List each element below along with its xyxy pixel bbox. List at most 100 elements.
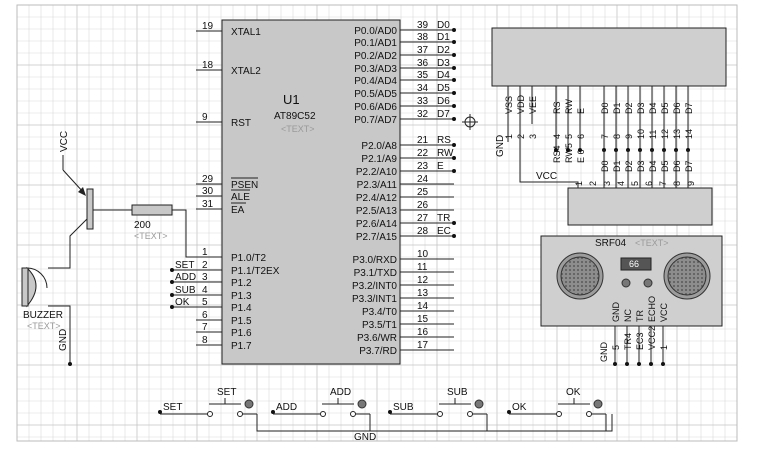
net-dot bbox=[452, 78, 456, 82]
net-dot bbox=[158, 410, 162, 414]
mcu-pin-name: XTAL2 bbox=[231, 66, 261, 77]
button-contact bbox=[556, 411, 562, 417]
mcu-pin-num: 24 bbox=[417, 174, 429, 185]
net-dot bbox=[452, 117, 456, 121]
button-net-label: ADD bbox=[276, 402, 297, 413]
net-dot bbox=[661, 362, 665, 366]
button-toggle-icon bbox=[244, 399, 254, 409]
button-contact bbox=[350, 411, 356, 417]
header-pin-num: 5 bbox=[630, 181, 640, 186]
mcu-pin-num: 38 bbox=[417, 32, 429, 43]
mcu-pin-num: 28 bbox=[417, 226, 429, 237]
mcu-pin-num: 10 bbox=[417, 249, 429, 260]
net-dot bbox=[170, 293, 174, 297]
lcd-wire-label: D5 bbox=[660, 160, 670, 172]
lcd-wire-label: D7 bbox=[684, 160, 694, 172]
mcu-part: AT89C52 bbox=[274, 111, 316, 122]
button-label: SET bbox=[217, 387, 236, 398]
mcu-pin-num: 11 bbox=[417, 262, 428, 273]
mcu-pin-num: 16 bbox=[417, 327, 429, 338]
srf04-pin-name: TR bbox=[635, 310, 645, 322]
mcu-pin-name: P3.2/INT0 bbox=[352, 281, 397, 292]
lcd-pin-num: 5 bbox=[564, 134, 574, 139]
port1-net-label: SET bbox=[175, 260, 194, 271]
header-body bbox=[567, 187, 713, 226]
mcu-net-label: RW bbox=[437, 148, 454, 159]
mcu-pin-name: P2.4/A12 bbox=[356, 193, 398, 204]
sheet-border bbox=[16, 4, 738, 442]
mcu-u1[interactable]: U1 AT89C52 <TEXT> 19XTAL118XTAL29RST29PS… bbox=[196, 19, 456, 365]
net-dot bbox=[452, 40, 456, 44]
mcu-pin-name: P2.6/A14 bbox=[356, 219, 398, 230]
mcu-pin-name: P2.3/A11 bbox=[357, 180, 398, 191]
header-pin-num: 2 bbox=[588, 181, 598, 186]
net-dot bbox=[452, 28, 456, 32]
net-dot bbox=[452, 53, 456, 57]
lcd-pin-name: D6 bbox=[672, 102, 682, 114]
net-dot bbox=[271, 410, 275, 414]
net-dot bbox=[554, 148, 558, 152]
mcu-pin-name: P1.4 bbox=[231, 303, 252, 314]
mcu-text-tag: <TEXT> bbox=[281, 124, 315, 134]
button-contact bbox=[207, 411, 213, 417]
header-pin-num: 4 bbox=[616, 181, 626, 186]
lcd-display[interactable]: VSS1VDD2VEE3RS4RW5E6D07D18D29D310D411D51… bbox=[491, 27, 727, 188]
mcu-pin-name: P3.4/T0 bbox=[362, 307, 397, 318]
mcu-net-label: EC bbox=[437, 226, 451, 237]
net-dot bbox=[507, 410, 511, 414]
lcd-wire-label: D2 bbox=[624, 160, 634, 172]
lcd-wire-label: D4 bbox=[648, 160, 658, 172]
mcu-pin-name: P3.6/WR bbox=[357, 333, 397, 344]
mcu-pin-name: P3.3/INT1 bbox=[352, 294, 397, 305]
mcu-ref: U1 bbox=[283, 92, 300, 107]
mcu-pin-name: P1.6 bbox=[231, 328, 252, 339]
button-net-label: SUB bbox=[393, 402, 414, 413]
mcu-pin-num: 32 bbox=[417, 109, 429, 120]
mcu-net-label: D0 bbox=[437, 20, 450, 31]
sensor-btn-up-icon[interactable] bbox=[643, 278, 653, 288]
button-net-label: SET bbox=[163, 402, 182, 413]
sensor-btn-down-icon[interactable] bbox=[621, 278, 631, 288]
net-dot bbox=[578, 148, 582, 152]
lcd-vcc-label: VCC bbox=[536, 171, 557, 182]
mcu-net-label: D1 bbox=[437, 32, 450, 43]
srf04-pin-name: GND bbox=[611, 302, 621, 323]
mcu-net-label: D3 bbox=[437, 58, 450, 69]
mcu-right-pins: 39P0.0/AD0D038P0.1/AD1D137P0.2/AD2D236P0… bbox=[352, 20, 456, 357]
mcu-pin-name: P2.7/A15 bbox=[356, 232, 398, 243]
mcu-pin-num: 12 bbox=[417, 275, 429, 286]
mcu-pin-name: P3.1/TXD bbox=[354, 268, 397, 279]
mcu-pin-num: 36 bbox=[417, 58, 429, 69]
net-dot bbox=[452, 104, 456, 108]
lcd-pin-num: 9 bbox=[624, 134, 634, 139]
mcu-pin-name: P1.7 bbox=[231, 341, 252, 352]
net-dot bbox=[649, 362, 653, 366]
mcu-pin-num: 30 bbox=[202, 186, 214, 197]
header-pin-num: 3 bbox=[602, 181, 612, 186]
resistor-body bbox=[131, 204, 173, 216]
mcu-body bbox=[221, 19, 401, 365]
net-dot bbox=[452, 143, 456, 147]
mcu-pin-num: 7 bbox=[202, 322, 208, 333]
button-label: OK bbox=[566, 387, 581, 398]
mcu-pin-name: EA bbox=[231, 205, 245, 216]
lcd-pin-num: 13 bbox=[672, 129, 682, 139]
srf04-wire-label: GND bbox=[599, 342, 609, 363]
net-dot bbox=[170, 268, 174, 272]
srf04-ref: SRF04 bbox=[595, 238, 627, 249]
lcd-pin-name: VDD bbox=[516, 94, 526, 114]
mcu-pin-name: P2.2/A10 bbox=[356, 167, 398, 178]
mcu-pin-name: P2.5/A13 bbox=[356, 206, 398, 217]
srf04-pin-name: NC bbox=[623, 309, 633, 322]
mcu-pin-name: P3.0/RXD bbox=[353, 255, 397, 266]
mcu-net-label: D5 bbox=[437, 83, 450, 94]
header-pin-num: 6 bbox=[644, 181, 654, 186]
mcu-pin-num: 19 bbox=[202, 21, 214, 32]
